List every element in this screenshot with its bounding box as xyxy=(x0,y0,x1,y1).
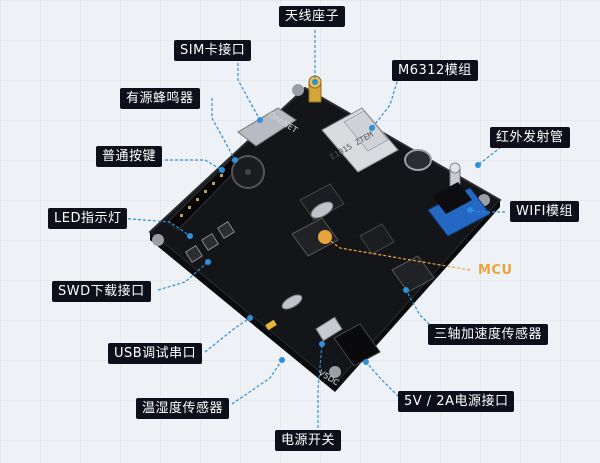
power-switch xyxy=(315,316,343,342)
label-antenna: 天线座子 xyxy=(279,6,346,27)
label-m6312: M6312模组 xyxy=(392,60,478,81)
capacitor xyxy=(404,149,432,171)
label-led: LED指示灯 xyxy=(48,208,128,229)
push-buttons xyxy=(185,221,235,263)
label-mcu: MCU xyxy=(478,263,513,278)
label-usb: USB调试串口 xyxy=(108,343,203,364)
crystal xyxy=(281,294,303,310)
mount-hole xyxy=(292,84,304,96)
label-ir: 红外发射管 xyxy=(490,127,570,148)
label-sim: SIM卡接口 xyxy=(174,40,252,61)
label-power-jack: 5V / 2A电源接口 xyxy=(398,391,515,412)
mount-hole xyxy=(152,234,164,246)
crystal xyxy=(310,201,334,219)
mcu-chip xyxy=(291,217,339,257)
sim-slot xyxy=(237,107,297,147)
leader-lines xyxy=(117,30,530,438)
label-button: 普通按键 xyxy=(96,146,163,167)
ic-chip xyxy=(359,223,395,255)
mcu-leader-line xyxy=(324,236,471,271)
yellow-cap xyxy=(265,319,277,331)
label-accel: 三轴加速度传感器 xyxy=(428,324,549,345)
pcb-board-edge xyxy=(150,232,335,392)
label-buzzer: 有源蜂鸣器 xyxy=(120,88,200,109)
label-swd: SWD下载接口 xyxy=(52,281,151,302)
label-wifi: WIFI模组 xyxy=(510,201,579,222)
header-pins xyxy=(180,174,223,217)
label-power-switch: 电源开关 xyxy=(275,430,342,451)
leader-dots xyxy=(187,79,481,365)
mount-hole xyxy=(329,366,341,378)
label-temp: 温湿度传感器 xyxy=(136,398,230,419)
accel-chip xyxy=(391,255,435,293)
dc-jack xyxy=(333,323,381,367)
ic-chip xyxy=(299,183,345,221)
